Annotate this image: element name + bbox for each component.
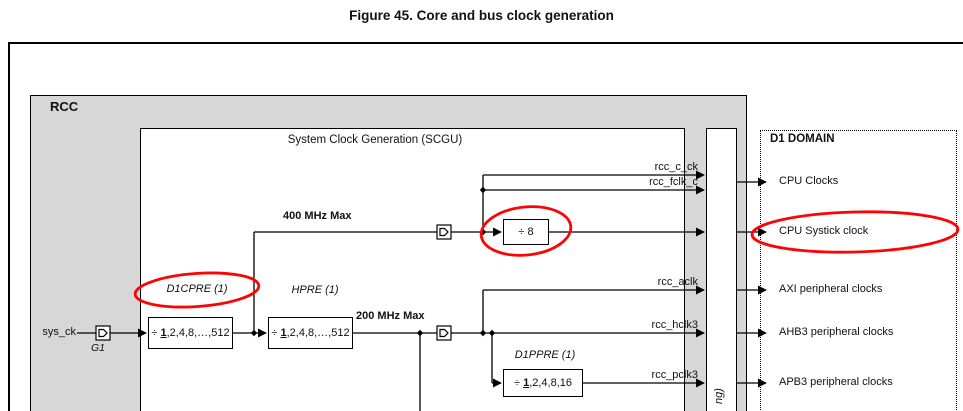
rcc-label: RCC bbox=[50, 99, 79, 114]
hpre-divider-box: ÷ 1,2,4,8,…,512 bbox=[268, 317, 353, 349]
signal-rcc-fclk-c: rcc_fclk_c bbox=[649, 176, 698, 188]
signal-rcc-c-ck: rcc_c_ck bbox=[654, 161, 698, 173]
signal-rcc-aclk: rcc_aclk bbox=[657, 276, 698, 288]
d1cpre-name: D1CPRE (1) bbox=[166, 283, 228, 295]
d1-output-apb3: APB3 peripheral clocks bbox=[779, 376, 893, 388]
d1-output-axi: AXI peripheral clocks bbox=[779, 283, 883, 295]
d1ppre-divider-box: ÷ 1,2,4,8,16 bbox=[503, 369, 583, 397]
d1cpre-value: ÷ 1,2,4,8,…,512 bbox=[151, 327, 230, 339]
hpre-name: HPRE (1) bbox=[291, 284, 339, 296]
d1-domain-block bbox=[760, 130, 957, 411]
d1ppre-value: ÷ 1,2,4,8,16 bbox=[513, 377, 573, 389]
d1-domain-title: D1 DOMAIN bbox=[770, 133, 835, 145]
figure-caption: Figure 45. Core and bus clock generation bbox=[349, 8, 614, 23]
div8-value: ÷ 8 bbox=[518, 226, 534, 238]
d1cpre-divider-box: ÷ 1,2,4,8,…,512 bbox=[148, 317, 233, 349]
hpre-value: ÷ 1,2,4,8,…,512 bbox=[271, 327, 350, 339]
clock-gating-rotated-label: ng) bbox=[713, 388, 725, 404]
g1-gate-label: G1 bbox=[91, 342, 106, 354]
d1-output-cpu-clocks: CPU Clocks bbox=[779, 175, 839, 187]
d1-output-cpu-systick: CPU Systick clock bbox=[779, 225, 869, 237]
clock-gating-column bbox=[706, 128, 737, 411]
div8-divider-box: ÷ 8 bbox=[503, 219, 549, 245]
d1-output-ahb3: AHB3 peripheral clocks bbox=[779, 326, 894, 338]
max-200-label: 200 MHz Max bbox=[356, 310, 425, 322]
sys-ck-label: sys_ck bbox=[42, 326, 76, 338]
max-400-label: 400 MHz Max bbox=[283, 210, 352, 222]
scgu-label: System Clock Generation (SCGU) bbox=[287, 134, 463, 146]
d1ppre-name: D1PPRE (1) bbox=[514, 349, 576, 361]
signal-rcc-pclk3: rcc_pclk3 bbox=[651, 369, 698, 381]
signal-rcc-hclk3: rcc_hclk3 bbox=[651, 319, 698, 331]
